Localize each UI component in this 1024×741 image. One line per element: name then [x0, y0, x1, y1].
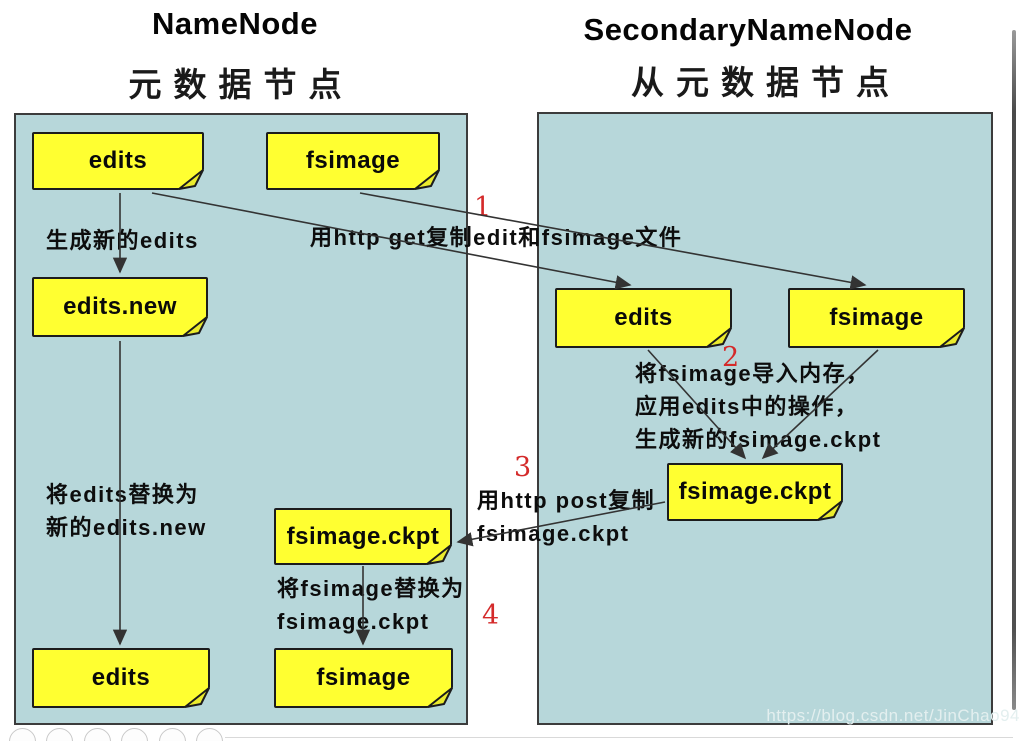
- note-namenode-fsimage: fsimage: [266, 132, 440, 190]
- annotation-line: 生成新的fsimage.ckpt: [635, 427, 882, 452]
- folded-corner-icon: [939, 327, 965, 348]
- note-secondary-edits: edits: [555, 288, 732, 348]
- annotation-replace-fsimage: 将fsimage替换为 fsimage.ckpt: [277, 572, 465, 638]
- folded-corner-icon: [182, 316, 208, 337]
- reaction-circle: [8, 728, 36, 741]
- secondarynamenode-title: SecondaryNameNode: [583, 12, 913, 47]
- note-namenode-fsimage-final: fsimage: [274, 648, 453, 708]
- note-secondary-fsimage-ckpt: fsimage.ckpt: [667, 463, 843, 521]
- step-number-1: 1: [474, 192, 492, 223]
- reaction-circle: [158, 728, 186, 741]
- note-namenode-edits-final: edits: [32, 648, 210, 708]
- watermark-url: https://blog.csdn.net/JinChao94: [766, 706, 1020, 725]
- note-label-namenode-fsimage: fsimage: [305, 147, 401, 174]
- note-label-secondary-edits: edits: [614, 304, 673, 331]
- step-number-2: 2: [722, 342, 740, 373]
- note-label-secondary-fsimage-ckpt: fsimage.ckpt: [678, 478, 832, 505]
- annotation-replace-edits: 将edits替换为新的edits.new: [46, 478, 207, 544]
- annotation-line: 将fsimage导入内存，: [635, 361, 870, 386]
- annotation-line: 将edits替换为: [46, 482, 199, 507]
- namenode-subtitle-cn: 元数据节点: [128, 66, 354, 103]
- note-label-namenode-edits-final: edits: [91, 664, 151, 691]
- annotation-line: fsimage.ckpt: [277, 609, 430, 634]
- namenode-title: NameNode: [152, 6, 318, 41]
- annotation-generate-new-edits: 生成新的edits: [46, 224, 199, 257]
- note-label-namenode-edits: edits: [88, 147, 148, 174]
- reaction-circle: [83, 728, 111, 741]
- folded-corner-icon: [706, 327, 732, 348]
- note-label-namenode-edits-new: edits.new: [63, 293, 177, 320]
- note-secondary-fsimage: fsimage: [788, 288, 965, 348]
- folded-corner-icon: [414, 169, 440, 190]
- folded-corner-icon: [817, 500, 843, 521]
- annotation-line: fsimage.ckpt: [477, 521, 630, 546]
- annotation-line: 应用edits中的操作，: [635, 394, 859, 419]
- annotation-merge-into-memory: 将fsimage导入内存， 应用edits中的操作， 生成新的fsimage.ckp…: [635, 357, 882, 456]
- note-label-namenode-fsimage-final: fsimage: [316, 664, 411, 691]
- note-namenode-fsimage-ckpt: fsimage.ckpt: [274, 508, 452, 565]
- folded-corner-icon: [184, 687, 210, 708]
- reaction-circle: [46, 728, 73, 741]
- folded-corner-icon: [426, 544, 452, 565]
- annotation-line: 用http get复制edit和fsimage文件: [310, 225, 683, 250]
- secondarynamenode-subtitle-cn: 从元数据节点: [631, 64, 901, 101]
- step-number-3: 3: [514, 452, 532, 483]
- folded-corner-icon: [427, 687, 453, 708]
- note-label-namenode-fsimage-ckpt: fsimage.ckpt: [286, 522, 440, 550]
- bottom-divider-line: [225, 737, 1013, 738]
- annotation-line: 生成新的edits: [46, 228, 199, 253]
- annotation-line: 用http post复制: [477, 488, 656, 513]
- note-namenode-edits: edits: [32, 132, 204, 190]
- window-edge-line: [1012, 30, 1016, 710]
- note-namenode-edits-new: edits.new: [32, 277, 208, 337]
- folded-corner-icon: [178, 169, 204, 190]
- annotation-http-get-copy: 用http get复制edit和fsimage文件: [310, 221, 682, 254]
- reaction-circle: [196, 728, 223, 741]
- reaction-circle: [121, 728, 148, 741]
- step-number-4: 4: [482, 600, 500, 631]
- annotation-line: 将fsimage替换为: [277, 576, 465, 601]
- annotation-http-post-copy: 用http post复制 fsimage.ckpt: [477, 484, 655, 550]
- note-label-secondary-fsimage: fsimage: [829, 304, 924, 331]
- annotation-line: 新的edits.new: [46, 515, 207, 540]
